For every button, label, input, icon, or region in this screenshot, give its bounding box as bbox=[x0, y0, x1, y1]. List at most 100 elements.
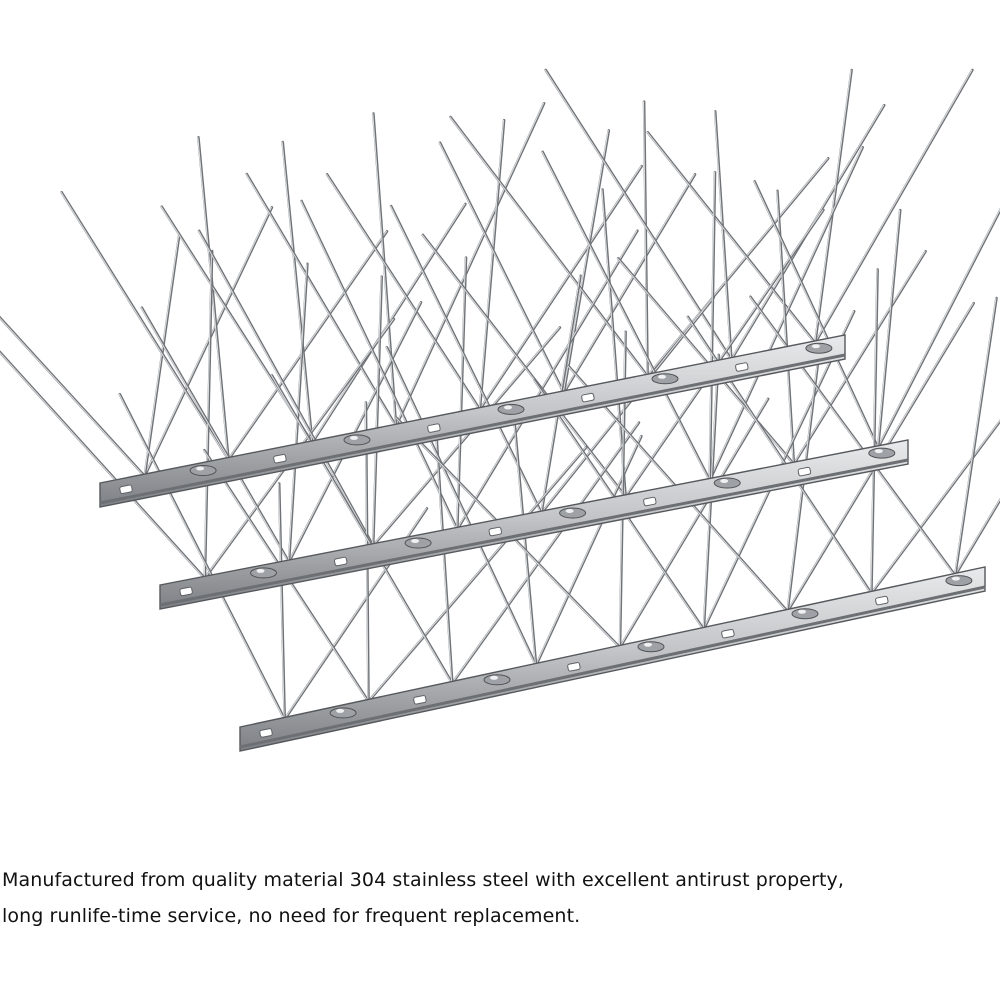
spike-wire-highlight bbox=[143, 234, 180, 477]
spike-wire bbox=[953, 296, 998, 577]
mounting-hole bbox=[581, 392, 595, 403]
spike-wire-highlight bbox=[395, 102, 544, 427]
rivet bbox=[945, 575, 973, 587]
spike-wire bbox=[197, 229, 375, 548]
spike-wire bbox=[300, 199, 459, 531]
mounting-hole bbox=[273, 453, 287, 464]
spike-wire-highlight bbox=[877, 208, 1000, 449]
spike-wire-highlight bbox=[278, 483, 285, 720]
mounting-hole bbox=[721, 628, 735, 639]
spike-wire bbox=[203, 249, 214, 580]
spike-wire-highlight bbox=[870, 269, 878, 594]
spike-wire bbox=[389, 204, 543, 515]
spike-wire-highlight bbox=[372, 276, 382, 547]
mounting-hole bbox=[413, 695, 427, 705]
spike-wire bbox=[245, 172, 398, 428]
spike-wire bbox=[0, 350, 207, 580]
strip-edge bbox=[239, 585, 986, 749]
rivet bbox=[559, 507, 587, 519]
spike-wire bbox=[287, 262, 309, 564]
spike-wire-highlight bbox=[646, 157, 829, 377]
spike-wire-highlight bbox=[143, 206, 272, 477]
spike-wire bbox=[876, 207, 1000, 450]
spike-wire bbox=[713, 110, 733, 361]
rivet-highlight bbox=[504, 405, 512, 410]
spike-wire bbox=[708, 171, 717, 482]
spike-wire bbox=[394, 102, 546, 428]
spike-wire bbox=[197, 136, 230, 461]
spike-wire bbox=[562, 129, 611, 395]
spike-wire-highlight bbox=[300, 200, 458, 530]
spike-wire-highlight bbox=[118, 393, 285, 720]
spike-wire bbox=[60, 191, 230, 461]
spike-wire-highlight bbox=[540, 297, 714, 514]
rivet bbox=[497, 403, 525, 415]
spike-wire-highlight bbox=[478, 165, 642, 410]
mounting-hole bbox=[427, 423, 441, 433]
rivet bbox=[791, 608, 819, 620]
spike-wire-highlight bbox=[456, 257, 466, 530]
mounting-hole bbox=[333, 556, 348, 567]
bird-spike-strips-image bbox=[0, 68, 1000, 752]
spike-wire bbox=[438, 141, 566, 395]
spike-wire-highlight bbox=[708, 171, 715, 481]
mounting-hole bbox=[643, 496, 657, 507]
spike-wire-highlight bbox=[140, 307, 289, 563]
mounting-hole bbox=[488, 526, 503, 537]
spike-wire bbox=[372, 112, 398, 428]
product-caption: Manufactured from quality material 304 s… bbox=[2, 862, 992, 934]
spike-wire-highlight bbox=[245, 173, 396, 427]
spike-wire bbox=[385, 345, 538, 667]
spike-wire bbox=[953, 497, 1000, 577]
rivet-highlight bbox=[658, 374, 666, 379]
spike-wire-highlight bbox=[814, 69, 852, 344]
spike-wire-highlight bbox=[646, 131, 816, 344]
spike-wire bbox=[277, 482, 287, 721]
caption-line-2: long runlife-time service, no need for f… bbox=[2, 905, 581, 927]
rivet-highlight bbox=[644, 642, 652, 647]
spike-wire bbox=[534, 434, 643, 667]
spike-strips bbox=[99, 334, 986, 752]
mounting-hole bbox=[179, 586, 193, 597]
spike-wire bbox=[753, 180, 880, 450]
rivet-highlight bbox=[720, 479, 729, 483]
spike-wire bbox=[371, 275, 384, 548]
spike-wire-highlight bbox=[372, 113, 396, 427]
spike-wire-highlight bbox=[562, 173, 695, 394]
rivet-highlight bbox=[336, 708, 345, 713]
rivet-highlight bbox=[874, 449, 883, 454]
spike-wire-highlight bbox=[618, 398, 768, 648]
spike-wire-highlight bbox=[60, 191, 229, 460]
spike-wire-highlight bbox=[0, 352, 205, 579]
spike-wire-highlight bbox=[372, 327, 560, 547]
spike-wire-highlight bbox=[643, 101, 648, 377]
spike-wire-highlight bbox=[197, 136, 229, 460]
spike-wire bbox=[562, 173, 697, 395]
spike-wire bbox=[544, 68, 733, 361]
spike-wire-highlight bbox=[792, 250, 926, 465]
rivet-highlight bbox=[951, 576, 960, 581]
rivet-highlight bbox=[256, 568, 265, 573]
mounting-hole bbox=[735, 362, 749, 372]
caption-line-1: Manufactured from quality material 304 s… bbox=[2, 869, 845, 891]
rivet bbox=[713, 477, 741, 489]
spike-wire-highlight bbox=[421, 234, 626, 498]
mounting-hole bbox=[567, 662, 581, 672]
spike-wire-highlight bbox=[954, 498, 1000, 576]
spike-wire-highlight bbox=[451, 422, 639, 684]
spike-wire bbox=[876, 208, 902, 450]
spike-wire-highlight bbox=[870, 419, 1000, 594]
spike-wire-highlight bbox=[753, 180, 878, 449]
spike-wire bbox=[143, 206, 274, 478]
spike-wire bbox=[281, 140, 314, 445]
spike-wire-highlight bbox=[541, 151, 710, 481]
spike-wire-highlight bbox=[287, 263, 308, 563]
spike-wire bbox=[325, 173, 482, 411]
rivet bbox=[637, 641, 665, 653]
spike-wire-highlight bbox=[390, 205, 542, 514]
spike-wire bbox=[118, 392, 287, 721]
mounting-hole bbox=[797, 466, 812, 477]
spike-wire bbox=[642, 100, 649, 378]
spike-wire-highlight bbox=[814, 69, 973, 344]
spike-wire bbox=[270, 374, 454, 685]
